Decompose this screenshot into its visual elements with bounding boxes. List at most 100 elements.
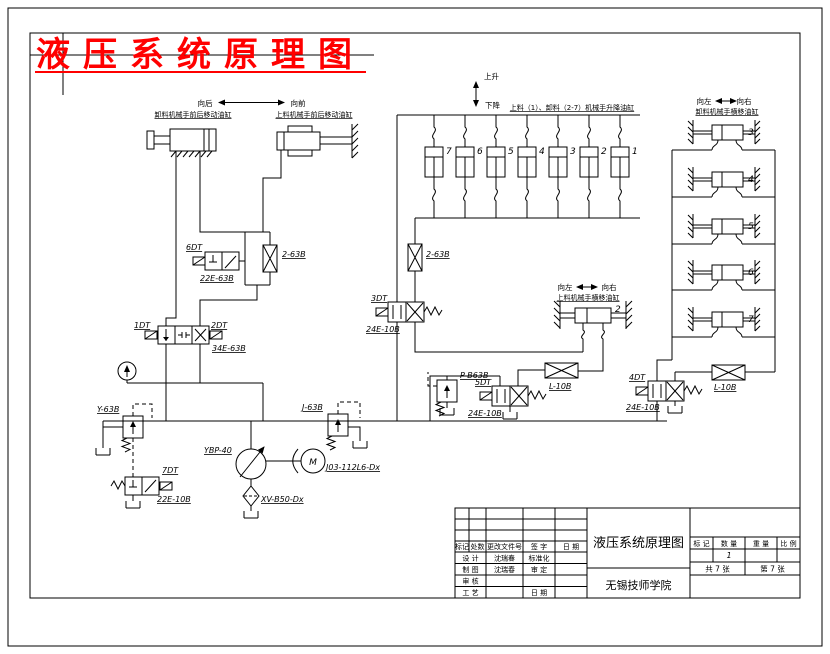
lift-cyl-number: 2: [601, 147, 607, 157]
label-l10b-up: L-10B: [549, 382, 571, 391]
valve-24e10b-3dt-body: [387, 301, 407, 323]
load-move-cyl-label: 上料机械手前后移动油缸: [276, 110, 353, 119]
main-title-text: 液压系统原理图: [36, 35, 365, 75]
coupling: [292, 448, 299, 474]
tank-symbol: [95, 447, 111, 456]
label-2-63b-mid: 2-63B: [426, 250, 450, 259]
pipe-cylA-right: [199, 151, 245, 233]
solenoid-6dt: [192, 256, 206, 266]
dir-left-label: 向左: [558, 282, 573, 292]
label-5dt: 5DT: [475, 378, 492, 387]
pipe-cylB: [262, 150, 282, 232]
tb-draft-label: 制 图: [462, 565, 478, 574]
label-j63b: J-63B: [300, 403, 323, 412]
tb-right-qty: 数 量: [721, 539, 737, 548]
throttle-2-63b-left: [262, 244, 278, 273]
solenoid-7dt: [159, 481, 173, 491]
label-1dt: 1DT: [134, 321, 151, 330]
tank-symbol: [502, 411, 518, 420]
valve-spring: [527, 389, 547, 401]
pipe-block-to-34e: [199, 285, 258, 326]
tb-sheet-no: 第 7 张: [760, 564, 785, 574]
lift-cyl-number: 7: [446, 147, 452, 157]
motor-glyph: M: [309, 458, 317, 468]
tb-quantity: 1: [726, 551, 731, 560]
label-motor: J03-112L6-Dx: [324, 463, 380, 472]
valve-24e10b-4dt: 4DT 24E-10B: [626, 359, 703, 421]
relief-j63b-body: [327, 413, 349, 437]
label-pb63b: P-B63B: [460, 371, 488, 380]
tank-symbol: [125, 500, 141, 509]
tb-draft-name: 沈瑞春: [494, 565, 515, 574]
tb-signature: 签 字: [531, 542, 547, 551]
label-3dt: 3DT: [371, 294, 388, 303]
dir-right-label: 向右: [602, 282, 617, 292]
label-24e10b-4: 24E-10B: [626, 403, 660, 412]
tb-right-scale: 比 例: [780, 539, 796, 548]
throttle-2-63b-mid: [407, 243, 423, 272]
tb-design-label: 设 计: [462, 554, 478, 563]
tb-date-label: 日 期: [531, 589, 547, 597]
relief-spring: [326, 435, 336, 451]
load-traverse-cylinder: 向左 向右 上料机械手横移油缸 2: [553, 282, 633, 371]
dir-front-label: 向前: [291, 98, 306, 108]
tb-right-weight: 重 量: [753, 540, 769, 548]
label-7dt: 7DT: [162, 466, 179, 475]
lift-cyl-number: 5: [508, 147, 514, 157]
tb-date: 日 期: [563, 543, 579, 551]
throttle-l10b-lower: L-10B: [675, 364, 775, 392]
tank-symbol: [243, 510, 259, 519]
label-filter: XV-B50-Dx: [260, 495, 304, 504]
title-block-grid: [455, 508, 800, 598]
solenoid-4dt: [635, 386, 649, 396]
valve-spring: [683, 384, 703, 396]
cylinder-load-fb: [276, 123, 359, 159]
relief-spring: [121, 437, 131, 453]
dir-right-label: 向右: [737, 96, 752, 106]
label-24e10b-3: 24E-10B: [366, 325, 400, 334]
unload-traverse-group: 向左 向右 卸料机械手横移油缸 3 4 5 6 7: [671, 96, 776, 372]
tb-process-label: 工 艺: [462, 589, 478, 597]
lift-group-label: 上料（1）、卸料（2-7）机械手升降油缸: [510, 103, 634, 112]
tb-school: 无锡技师学院: [606, 578, 672, 592]
filter-symbol: [242, 485, 260, 507]
label-22e10b: 22E-10B: [157, 495, 191, 504]
label-34e63b: 34E-63B: [212, 344, 246, 353]
pressure-gauge: [117, 361, 264, 421]
tank-symbol: [352, 440, 368, 449]
tb-std-label: 标准化: [529, 554, 550, 563]
valve-spring: [110, 479, 126, 491]
front-back-cylinder-group: 向后 向前 卸料机械手前后移动油缸 上料机械手前后移动油缸: [146, 98, 359, 326]
traverse-cyl-number: 6: [748, 268, 754, 278]
relief-y63b-body: [122, 415, 144, 439]
throttle-l10b-upper: L-10B: [544, 339, 604, 391]
solenoid-3dt: [375, 307, 389, 317]
label-l10b-low: L-10B: [714, 383, 736, 392]
load-traverse-label: 上料机械手横移油缸: [557, 293, 620, 302]
dir-left-label: 向左: [697, 96, 712, 106]
valve-24e10b-4dt-body: [647, 380, 667, 402]
title-block: 标记 处数 更改文件号 签 字 日 期 设 计 沈瑞春 标准化 制 图 沈瑞春 …: [454, 507, 801, 599]
traverse-cyl-number: 5: [748, 222, 754, 232]
label-2-63b-left: 2-63B: [282, 250, 306, 259]
label-24e10b-5: 24E-10B: [468, 409, 502, 418]
valve-24e10b-5dt-body: [491, 385, 511, 407]
cylinder-unload-fb: [146, 128, 217, 158]
main-title: 液压系统原理图: [35, 35, 366, 75]
dir-back-label: 向后: [198, 98, 213, 108]
lift-cyl-number: 4: [539, 147, 545, 157]
lift-cyl-number: 6: [477, 147, 483, 157]
relief-pb63b: P-B63B: [427, 371, 500, 421]
cylinder-2-number: 2: [615, 305, 621, 315]
pilot-line: [337, 401, 361, 418]
solenoid-2dt: [209, 330, 223, 340]
tb-count: 处数: [471, 542, 485, 551]
label-6dt: 6DT: [186, 243, 203, 252]
up-label: 上升: [484, 72, 499, 81]
lift-cyl-number: 3: [570, 147, 576, 157]
tb-design-name: 沈瑞春: [494, 554, 515, 563]
solenoid-1dt: [144, 330, 158, 340]
tb-approve-label: 审 定: [531, 565, 547, 574]
label-4dt: 4DT: [629, 373, 646, 382]
unload-traverse-label: 卸料机械手横移油缸: [696, 107, 759, 116]
